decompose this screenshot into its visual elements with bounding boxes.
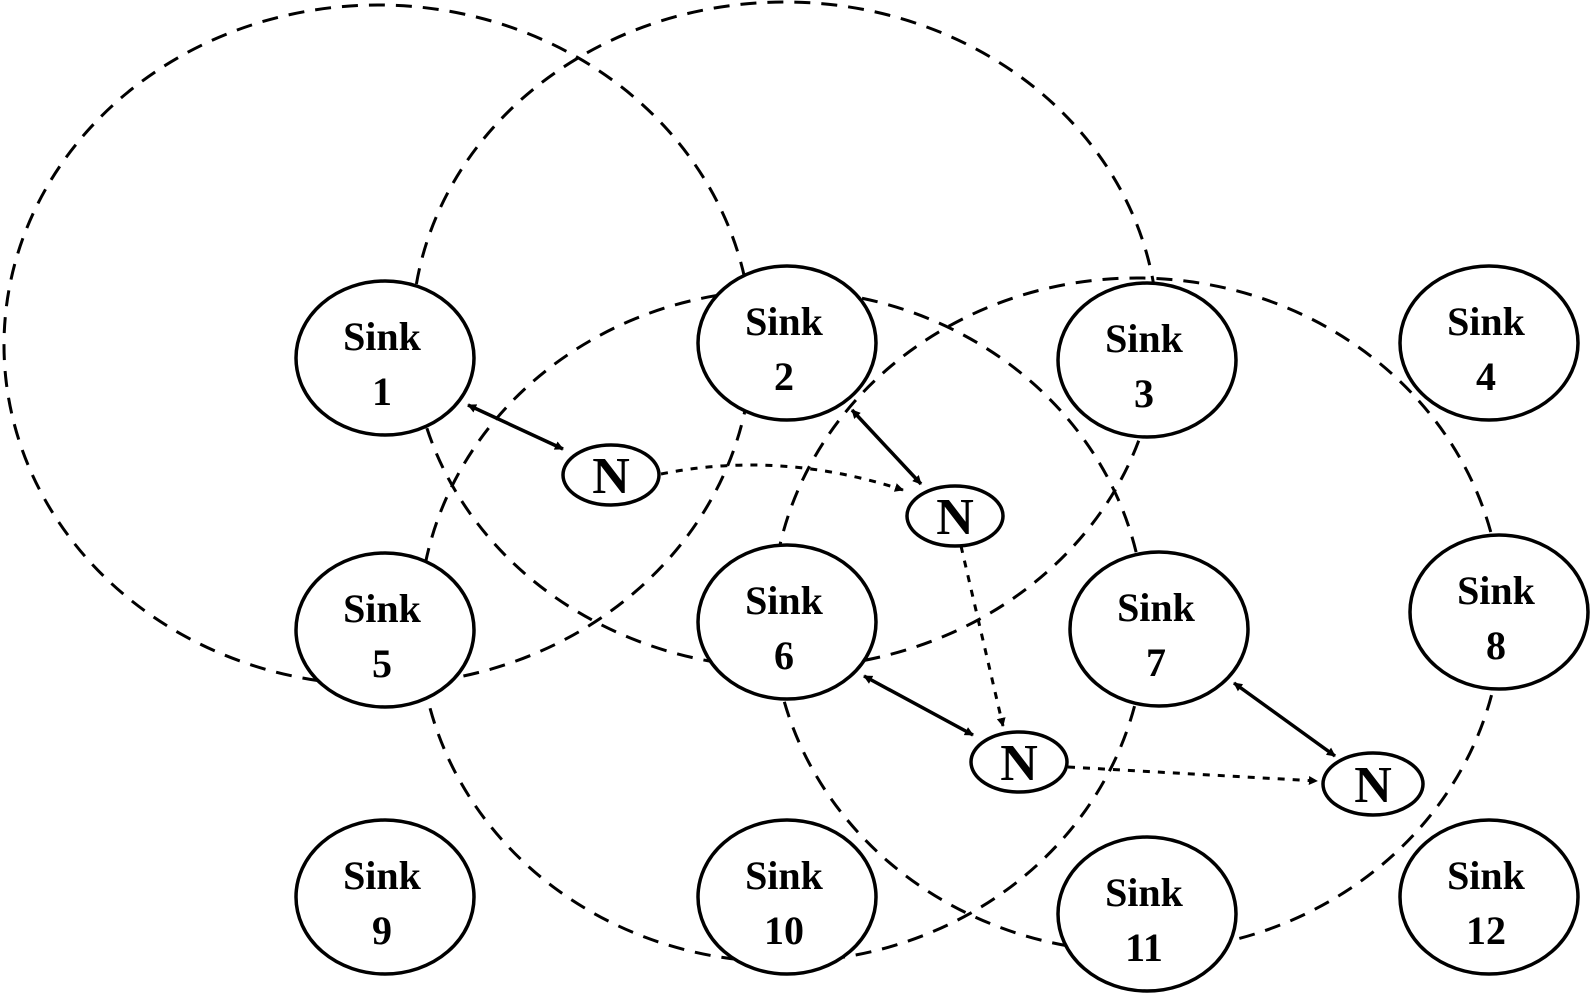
sink-label: Sink [1105, 870, 1184, 915]
sink-nodes: Sink 1 Sink 2 Sink 3 Sink 4 Sink 5 Sink … [294, 264, 1590, 993]
sink-label: Sink [343, 853, 422, 898]
sink-node-2: Sink 2 [696, 264, 878, 422]
sink-label: Sink [745, 853, 824, 898]
link-node-2-to-node-3 [959, 545, 1006, 727]
mobile-node-label: N [592, 448, 630, 505]
sink-node-4: Sink 4 [1398, 264, 1580, 422]
sink-label: Sink [1105, 316, 1184, 361]
sink-number: 9 [372, 908, 392, 953]
sink-label: Sink [1447, 853, 1526, 898]
sink-number: 4 [1476, 354, 1496, 399]
sink-label: Sink [1117, 585, 1196, 630]
mobile-node-3: N [969, 730, 1069, 794]
link-sink-6-to-node-3 [863, 674, 974, 737]
mobile-node-2: N [905, 484, 1005, 548]
sink-number: 10 [764, 908, 804, 953]
sink-node-1: Sink 1 [294, 279, 476, 437]
sink-label: Sink [745, 578, 824, 623]
sink-number: 3 [1134, 371, 1154, 416]
mobile-node-label: N [936, 489, 974, 546]
links [467, 403, 1337, 786]
sink-label: Sink [343, 586, 422, 631]
sink-number: 6 [774, 633, 794, 678]
mobile-node-1: N [561, 443, 661, 507]
sink-node-3: Sink 3 [1056, 281, 1238, 439]
sink-number: 8 [1486, 623, 1506, 668]
sink-node-7: Sink 7 [1068, 550, 1250, 708]
sink-label: Sink [745, 299, 824, 344]
sink-label: Sink [1457, 568, 1536, 613]
sink-node-8: Sink 8 [1408, 533, 1590, 691]
mobile-node-4: N [1321, 751, 1425, 817]
sink-label: Sink [343, 314, 422, 359]
link-node-1-to-node-2 [660, 463, 904, 492]
link-sink-7-to-node-4 [1232, 681, 1337, 758]
mobile-node-label: N [1000, 735, 1038, 792]
mobile-nodes: N N N N [561, 443, 1425, 817]
sink-number: 1 [372, 369, 392, 414]
sink-node-6: Sink 6 [696, 543, 878, 701]
link-sink-1-to-node-1 [467, 403, 564, 451]
sink-node-10: Sink 10 [696, 818, 878, 976]
sink-number: 12 [1466, 908, 1506, 953]
sink-node-5: Sink 5 [294, 551, 476, 709]
sink-number: 7 [1146, 640, 1166, 685]
link-node-3-to-node-4 [1067, 765, 1318, 786]
sink-node-9: Sink 9 [294, 818, 476, 976]
coverage-ranges [2, 0, 1504, 964]
sink-number: 2 [774, 354, 794, 399]
sink-number: 5 [372, 641, 392, 686]
link-sink-2-to-node-2 [850, 408, 923, 486]
sink-node-11: Sink 11 [1056, 835, 1238, 993]
sink-label: Sink [1447, 299, 1526, 344]
mobile-node-label: N [1354, 757, 1392, 814]
sink-node-12: Sink 12 [1398, 818, 1580, 976]
sink-number: 11 [1125, 925, 1163, 970]
